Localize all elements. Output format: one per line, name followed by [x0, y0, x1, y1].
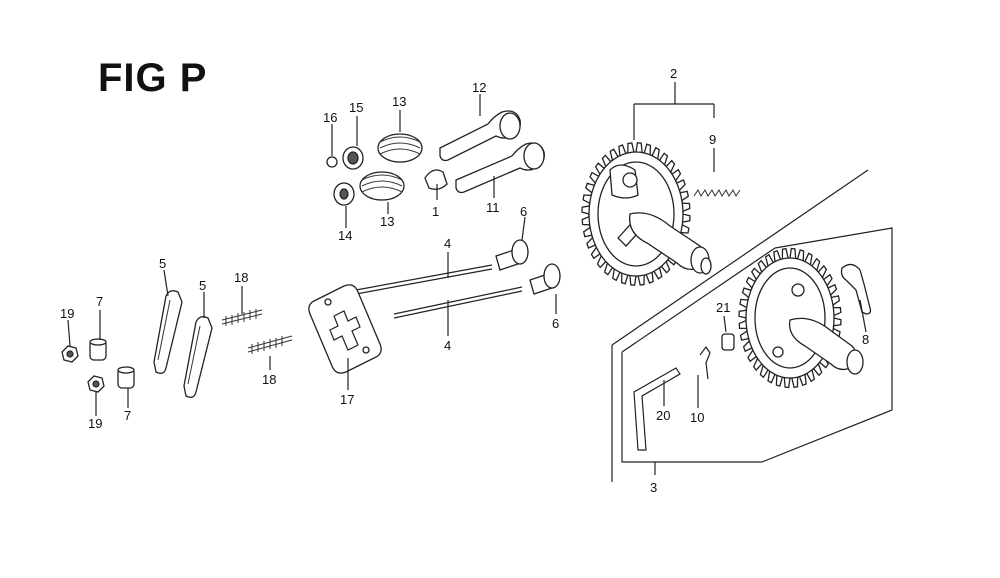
decompressor-lever: [840, 263, 872, 315]
callout-6a: 6: [520, 204, 527, 219]
valve-12: [439, 110, 521, 162]
callout-5a: 5: [159, 256, 166, 271]
camshaft-gear: [581, 142, 712, 286]
callout-10: 10: [690, 410, 704, 425]
tappet-upper: [495, 239, 529, 271]
stud-upper: [221, 309, 263, 326]
inset-frame: [611, 169, 893, 482]
callout-3: 3: [650, 480, 657, 495]
spring-9: [693, 189, 741, 197]
callout-18b: 18: [262, 372, 276, 387]
nut-upper: [61, 345, 79, 363]
valve-11: [455, 142, 545, 194]
pivot-lower: [117, 366, 135, 389]
callout-19b: 19: [88, 416, 102, 431]
callout-9: 9: [709, 132, 716, 147]
rocker-arm-left: [153, 290, 183, 374]
callout-5b: 5: [199, 278, 206, 293]
callout-labels: 1 2 3 4 4 5 5 6 6 7 7 8 9 10 11 12 13 13…: [60, 66, 869, 495]
callout-17: 17: [340, 392, 354, 407]
cotter-16: [326, 156, 338, 168]
callout-7b: 7: [124, 408, 131, 423]
callout-19a: 19: [60, 306, 74, 321]
callout-13a: 13: [392, 94, 406, 109]
rocker-arm-right: [183, 316, 213, 398]
callout-11: 11: [486, 200, 500, 215]
callout-15: 15: [349, 100, 363, 115]
stem-seal-1: [424, 169, 448, 190]
callout-6b: 6: [552, 316, 559, 331]
retainer-15: [342, 146, 364, 170]
figure-title: FIG P: [98, 56, 208, 100]
guide-plate-17: [308, 284, 382, 374]
callout-2: 2: [670, 66, 677, 81]
callout-1: 1: [432, 204, 439, 219]
camshaft-gear-inset: [738, 247, 864, 389]
push-rod-lower: [393, 286, 523, 319]
callout-8: 8: [862, 332, 869, 347]
nut-lower: [87, 375, 105, 393]
callout-4a: 4: [444, 236, 451, 251]
callout-14: 14: [338, 228, 352, 243]
callout-7a: 7: [96, 294, 103, 309]
callout-13b: 13: [380, 214, 394, 229]
tappet-lower: [529, 263, 561, 295]
pin-21: [721, 333, 735, 351]
callout-18a: 18: [234, 270, 248, 285]
valve-spring-13-upper: [377, 133, 423, 163]
callout-16: 16: [323, 110, 337, 125]
pivot-upper: [89, 338, 107, 361]
callout-12: 12: [472, 80, 486, 95]
valve-spring-13-lower: [359, 171, 405, 201]
leader-lines: [67, 82, 867, 416]
stud-lower: [247, 335, 293, 354]
callout-4b: 4: [444, 338, 451, 353]
callout-20: 20: [656, 408, 670, 423]
retainer-14: [333, 182, 355, 206]
rod-20: [633, 367, 681, 451]
push-rod-upper: [355, 264, 493, 295]
spring-10: [699, 345, 711, 380]
callout-21: 21: [716, 300, 730, 315]
